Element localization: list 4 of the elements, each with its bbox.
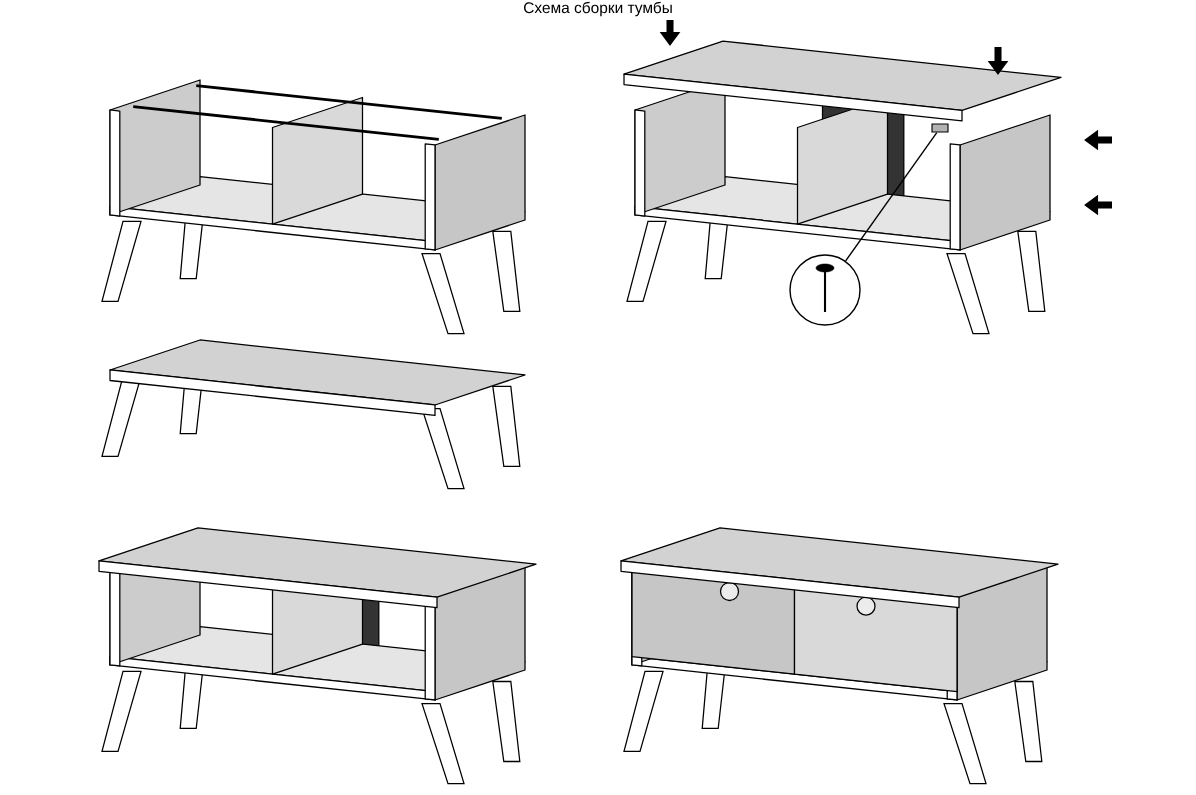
title: Схема сборки тумбы	[524, 1, 672, 17]
screw-detail-circle	[789, 254, 861, 326]
rail-end	[931, 123, 949, 133]
leader-line	[844, 131, 938, 262]
